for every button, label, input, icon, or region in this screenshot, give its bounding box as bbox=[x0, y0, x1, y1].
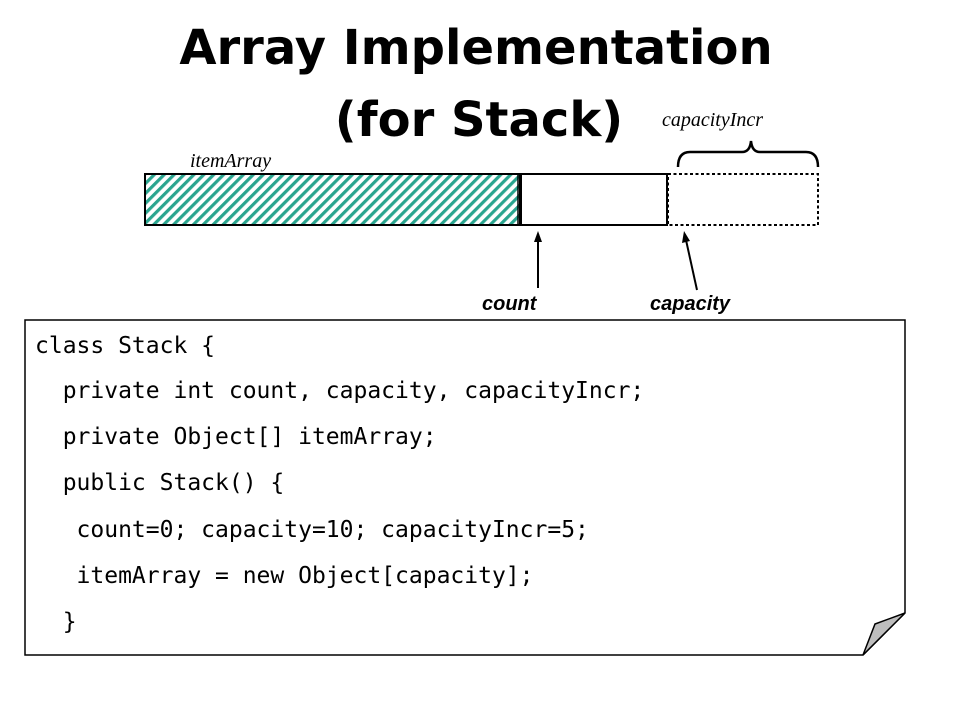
code-line-2: private int count, capacity, capacityInc… bbox=[35, 378, 645, 404]
capacity-arrowhead bbox=[682, 231, 690, 243]
note-folded-corner bbox=[862, 612, 906, 656]
capacity-arrow-line bbox=[685, 239, 698, 291]
code-line-4: public Stack() { bbox=[35, 470, 285, 496]
code-line-1: class Stack { bbox=[35, 333, 216, 359]
code-line-5: count=0; capacity=10; capacityIncr=5; bbox=[35, 517, 589, 543]
code-line-3: private Object[] itemArray; bbox=[35, 424, 437, 450]
code-line-7: } bbox=[35, 609, 77, 635]
slide-title-line-1: Array Implementation bbox=[179, 20, 773, 76]
count-label: count bbox=[482, 293, 537, 315]
filled-array-segment bbox=[144, 173, 521, 226]
empty-array-segment bbox=[520, 173, 668, 226]
capacity-incr-label: capacityIncr bbox=[662, 109, 764, 131]
capacity-label: capacity bbox=[650, 293, 731, 315]
item-array-label: itemArray bbox=[190, 150, 272, 172]
count-arrowhead bbox=[534, 231, 542, 242]
increment-array-segment bbox=[667, 173, 819, 226]
capacity-incr-brace bbox=[676, 140, 820, 168]
slide-title-line-2: (for Stack) bbox=[334, 92, 624, 148]
code-line-6: itemArray = new Object[capacity]; bbox=[35, 563, 534, 589]
